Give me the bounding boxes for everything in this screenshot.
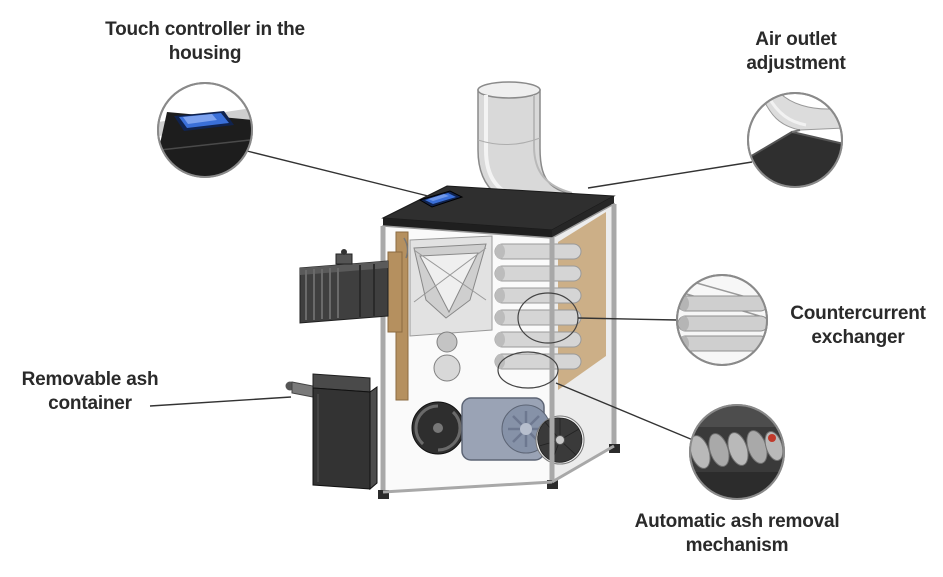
leader-touch-controller bbox=[246, 150, 429, 197]
fan-left bbox=[411, 401, 465, 455]
leader-ash-container bbox=[149, 396, 292, 407]
heat-exchanger-tubes bbox=[494, 243, 582, 370]
boiler-illustration bbox=[285, 81, 620, 499]
fan-right bbox=[535, 415, 585, 465]
blower-housing bbox=[461, 397, 551, 461]
ash-removal-callout bbox=[689, 404, 785, 500]
label-touch-controller: Touch controller in the housing bbox=[105, 19, 305, 64]
leader-air-outlet bbox=[587, 161, 753, 189]
label-ash-container: Removable ash container bbox=[21, 369, 159, 414]
air-outlet-callout bbox=[747, 92, 843, 188]
hopper-assembly bbox=[395, 231, 493, 401]
touchscreen bbox=[418, 190, 464, 208]
ash-container bbox=[285, 373, 378, 491]
pellet-burner bbox=[299, 249, 403, 333]
touch-controller-callout bbox=[157, 82, 253, 178]
ash-zone-highlight-ring bbox=[497, 351, 559, 389]
flue-duct bbox=[477, 81, 591, 211]
countercurrent-callout bbox=[676, 274, 768, 366]
label-countercurrent-exchanger: Countercurrent exchanger bbox=[790, 303, 926, 348]
label-air-outlet: Air outlet adjustment bbox=[746, 29, 846, 74]
top-panel bbox=[381, 185, 616, 238]
leader-ash-removal bbox=[555, 382, 694, 441]
label-ash-removal: Automatic ash removal mechanism bbox=[634, 511, 840, 556]
leader-lines bbox=[149, 150, 753, 441]
leader-countercurrent bbox=[577, 317, 678, 321]
